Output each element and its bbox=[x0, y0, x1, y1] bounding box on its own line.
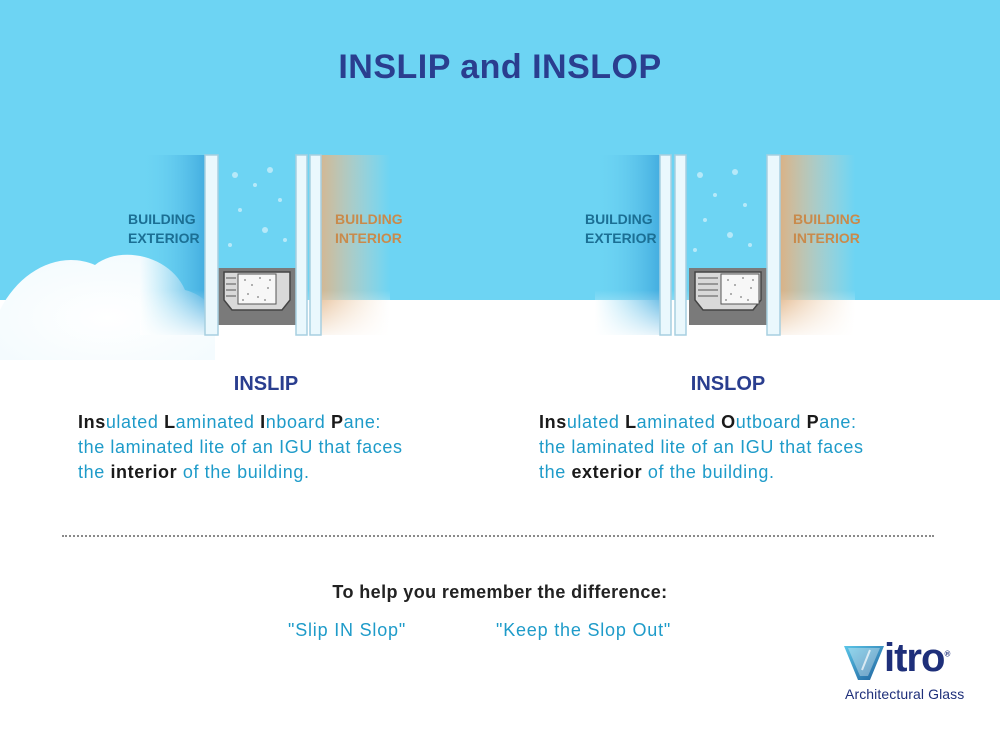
inslip-diagram: BUILDING EXTERIOR BUILDING INTERIOR bbox=[110, 150, 510, 340]
word-part: aminated bbox=[175, 412, 261, 432]
interior-label-line1: BUILDING bbox=[793, 211, 861, 227]
inslop-definition-line2: the laminated lite of an IGU that faces bbox=[539, 437, 864, 457]
inslip-definition-line1: Insulated Laminated Inboard Pane: bbox=[78, 410, 498, 435]
acronym-letters: Ins bbox=[78, 412, 106, 432]
word-part: of the building. bbox=[177, 462, 310, 482]
word-part: ane: bbox=[343, 412, 382, 432]
acronym-letters: P bbox=[806, 412, 820, 432]
inslop-definition-line3: the exterior of the building. bbox=[539, 460, 959, 485]
glass-panes bbox=[204, 154, 322, 336]
logo-wordmark-text: itro bbox=[884, 636, 945, 680]
interior-laminated-lite-b bbox=[309, 154, 322, 336]
interior-label: BUILDING INTERIOR bbox=[335, 210, 435, 248]
spacer-icon bbox=[689, 268, 767, 325]
interior-label-line1: BUILDING bbox=[335, 211, 403, 227]
inslop-igu-cross-section bbox=[595, 154, 855, 336]
interior-label: BUILDING INTERIOR bbox=[793, 210, 893, 248]
exterior-label-line1: BUILDING bbox=[585, 211, 653, 227]
acronym-letters: P bbox=[330, 412, 344, 432]
emphasis-word: exterior bbox=[571, 462, 643, 482]
inslop-definition: Insulated Laminated Outboard Pane: the l… bbox=[539, 410, 959, 485]
acronym-letters: L bbox=[625, 412, 637, 432]
emphasis-word: interior bbox=[110, 462, 178, 482]
logo-wordmark: itro® bbox=[884, 636, 950, 681]
word-part: ulated bbox=[566, 412, 626, 432]
air-bubbles-icon bbox=[693, 169, 752, 252]
acronym-letters: Ins bbox=[539, 412, 567, 432]
logo-tagline: Architectural Glass bbox=[845, 686, 965, 702]
spacer-icon bbox=[218, 268, 296, 325]
page-title: INSLIP and INSLOP bbox=[338, 48, 662, 86]
interior-lite bbox=[766, 154, 781, 336]
inslip-definition-line3: the interior of the building. bbox=[78, 460, 498, 485]
acronym-letters: I bbox=[260, 412, 266, 432]
exterior-laminated-lite-a bbox=[659, 154, 672, 336]
interior-label-line2: INTERIOR bbox=[793, 230, 860, 246]
interior-label-line2: INTERIOR bbox=[335, 230, 402, 246]
remember-prompt: To help you remember the difference: bbox=[332, 582, 668, 602]
inslop-diagram: BUILDING EXTERIOR BUILDING INTERIOR bbox=[565, 150, 965, 340]
inslip-definition-line2: the laminated lite of an IGU that faces bbox=[78, 437, 403, 457]
word-part: aminated bbox=[636, 412, 722, 432]
vitro-v-logo-icon bbox=[844, 646, 884, 680]
word-part: utboard bbox=[735, 412, 807, 432]
exterior-label-line1: BUILDING bbox=[128, 211, 196, 227]
acronym-letters: O bbox=[721, 412, 736, 432]
inslop-definition-line1: Insulated Laminated Outboard Pane: bbox=[539, 410, 959, 435]
air-bubbles-icon bbox=[228, 167, 287, 247]
inslip-definition: Insulated Laminated Inboard Pane: the la… bbox=[78, 410, 498, 485]
exterior-label-line2: EXTERIOR bbox=[585, 230, 657, 246]
exterior-label: BUILDING EXTERIOR bbox=[585, 210, 685, 248]
word-part: ane: bbox=[819, 412, 857, 432]
word-part: of the building. bbox=[642, 462, 775, 482]
exterior-laminated-lite-b bbox=[674, 154, 687, 336]
mnemonic-inslip: "Slip IN Slop" bbox=[288, 620, 407, 640]
inslip-heading: INSLIP bbox=[233, 373, 299, 395]
word-part: the bbox=[78, 462, 111, 482]
exterior-label-line2: EXTERIOR bbox=[128, 230, 200, 246]
exterior-label: BUILDING EXTERIOR bbox=[128, 210, 228, 248]
word-part: the bbox=[539, 462, 572, 482]
interior-laminated-lite-a bbox=[295, 154, 308, 336]
word-part: nboard bbox=[265, 412, 331, 432]
exterior-lite bbox=[204, 154, 219, 336]
registered-mark: ® bbox=[944, 649, 950, 659]
mnemonic-inslop: "Keep the Slop Out" bbox=[496, 620, 672, 640]
acronym-letters: L bbox=[164, 412, 176, 432]
word-part: ulated bbox=[105, 412, 165, 432]
dotted-divider bbox=[62, 535, 934, 537]
inslop-heading: INSLOP bbox=[690, 373, 766, 395]
inslip-igu-cross-section bbox=[140, 154, 390, 336]
glass-panes bbox=[659, 154, 781, 336]
